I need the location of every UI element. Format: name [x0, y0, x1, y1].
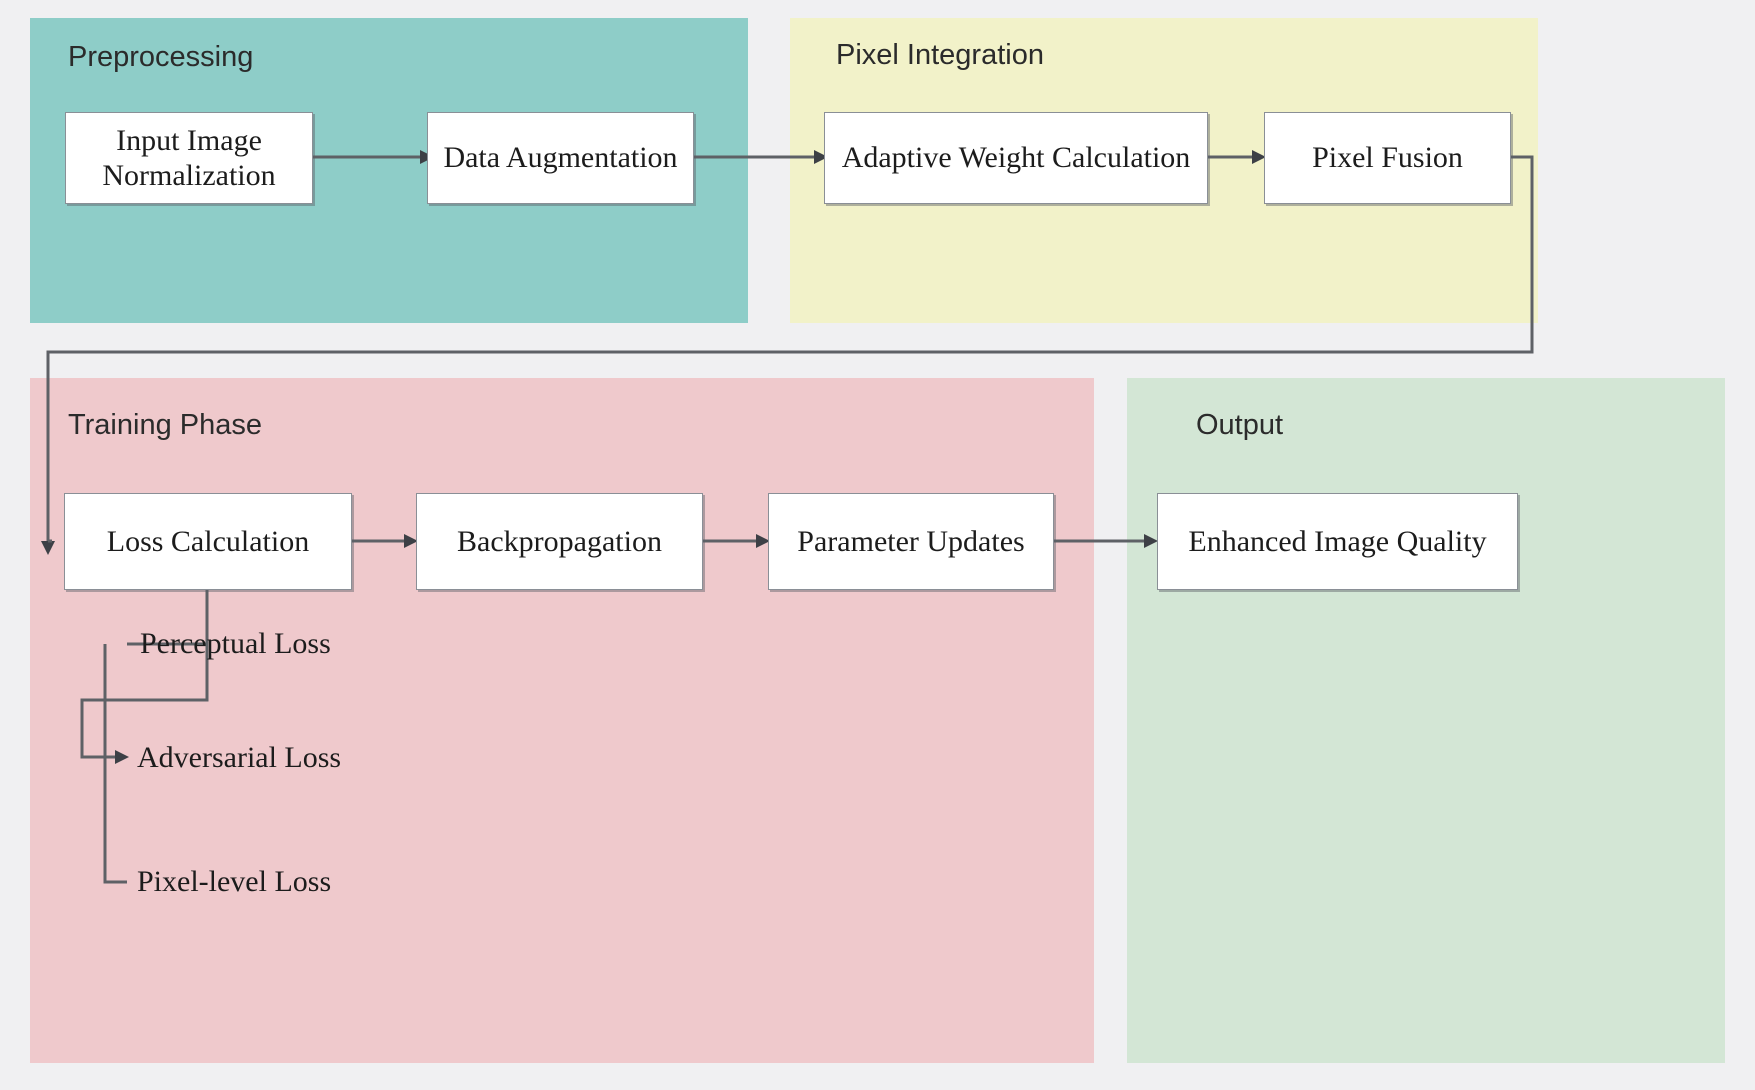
node-enhanced-image-quality[interactable]: Enhanced Image Quality — [1157, 493, 1518, 590]
label-pixel-level-loss: Pixel-level Loss — [137, 865, 332, 898]
panel-title-training-phase: Training Phase — [68, 409, 262, 441]
node-input-image-normalization[interactable]: Input Image Normalization — [65, 112, 313, 204]
node-backpropagation[interactable]: Backpropagation — [416, 493, 703, 590]
panel-title-output: Output — [1196, 409, 1284, 441]
label-adversarial-loss: Adversarial Loss — [137, 741, 342, 774]
panel-title-pixel-integration: Pixel Integration — [836, 39, 1044, 71]
node-label-input-image-normalization: Input Image Normalization — [102, 123, 276, 192]
node-parameter-updates[interactable]: Parameter Updates — [768, 493, 1054, 590]
node-data-augmentation[interactable]: Data Augmentation — [427, 112, 694, 204]
panel-training-phase — [30, 378, 1094, 1063]
node-pixel-fusion[interactable]: Pixel Fusion — [1264, 112, 1511, 204]
label-perceptual-loss: Perceptual Loss — [140, 627, 331, 660]
panel-title-preprocessing: Preprocessing — [68, 41, 254, 73]
node-adaptive-weight-calculation[interactable]: Adaptive Weight Calculation — [824, 112, 1208, 204]
panel-output — [1127, 378, 1725, 1063]
node-loss-calculation[interactable]: Loss Calculation — [64, 493, 352, 590]
